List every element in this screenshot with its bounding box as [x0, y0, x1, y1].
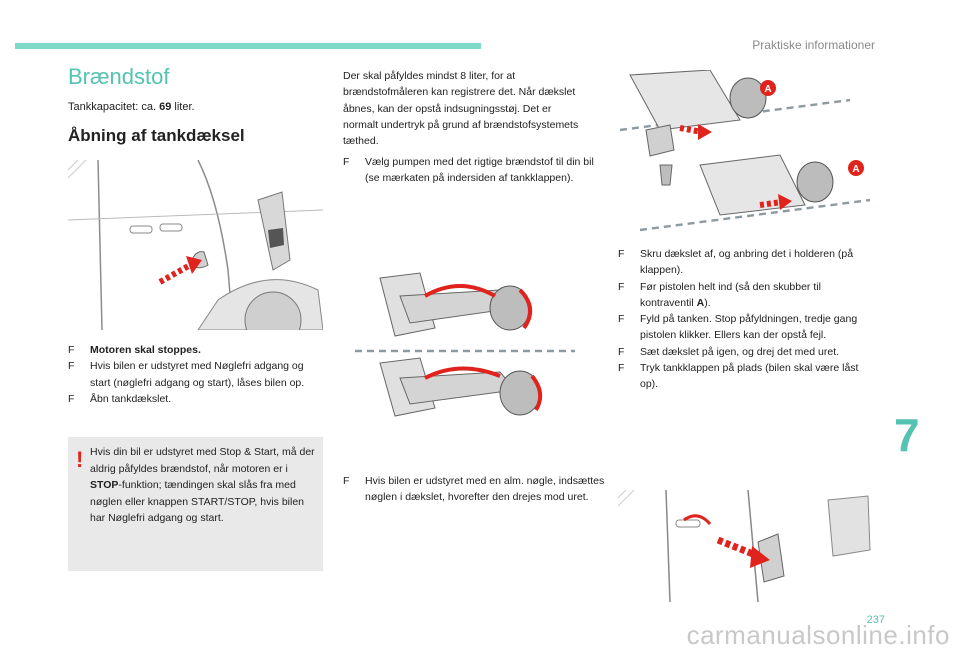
capacity-value: 69 [159, 101, 172, 113]
page-title: Brændstof [68, 64, 170, 89]
fuel-flap-close-illustration [618, 490, 876, 602]
watermark: carmanualsonline.info [686, 620, 950, 650]
chapter-number: 7 [894, 409, 920, 461]
callout-a-top: A [764, 84, 771, 95]
refuel-intro: Der skal påfyldes mindst 8 liter, for at… [343, 70, 579, 148]
tank-capacity: Tankkapacitet: ca. 69 liter. [68, 101, 195, 113]
page-number: 237 [866, 614, 885, 626]
fuel-neck-valve-illustration: A A [619, 70, 871, 232]
van-fuel-flap-illustration [68, 160, 323, 330]
header-accent-bar [15, 43, 481, 49]
warning-icon: ! [76, 447, 84, 472]
warning-box: ! Hvis din bil er udstyret med Stop & St… [68, 437, 323, 571]
warning-text: Hvis din bil er udstyret med Stop & Star… [90, 446, 315, 525]
callout-a-bottom: A [852, 164, 859, 175]
section-header: Praktiske informationer [752, 38, 875, 52]
section-subheading: Åbning af tankdæksel [68, 126, 245, 145]
fuel-cap-key-illustration [355, 272, 575, 417]
